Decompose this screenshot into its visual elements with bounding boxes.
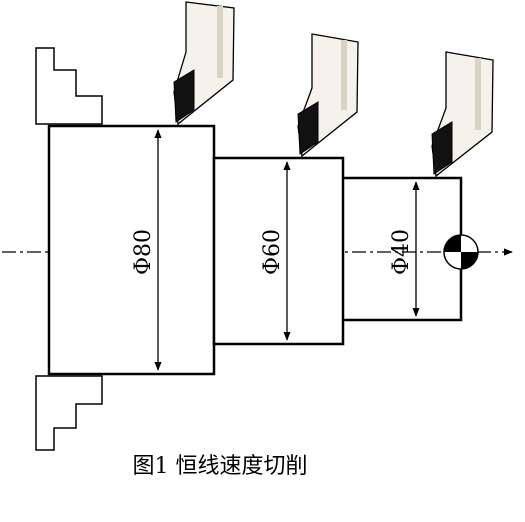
chuck-jaw-top: [35, 47, 103, 125]
workpiece-step-large: [47, 124, 216, 376]
centerpoint-symbol: [443, 234, 479, 270]
dimension-label-phi40: Φ40: [389, 229, 414, 275]
dimension-label-phi60: Φ60: [260, 229, 285, 275]
cutting-tool-2: [297, 33, 359, 158]
figure-caption: 图1 恒线速度切削: [132, 454, 308, 479]
dimension-label-phi80: Φ80: [131, 229, 156, 275]
cutting-tool-3: [431, 51, 494, 178]
workpiece-step-medium: [212, 156, 345, 346]
cutting-tool-1: [173, 1, 235, 126]
chuck-jaw-bottom: [35, 375, 103, 451]
